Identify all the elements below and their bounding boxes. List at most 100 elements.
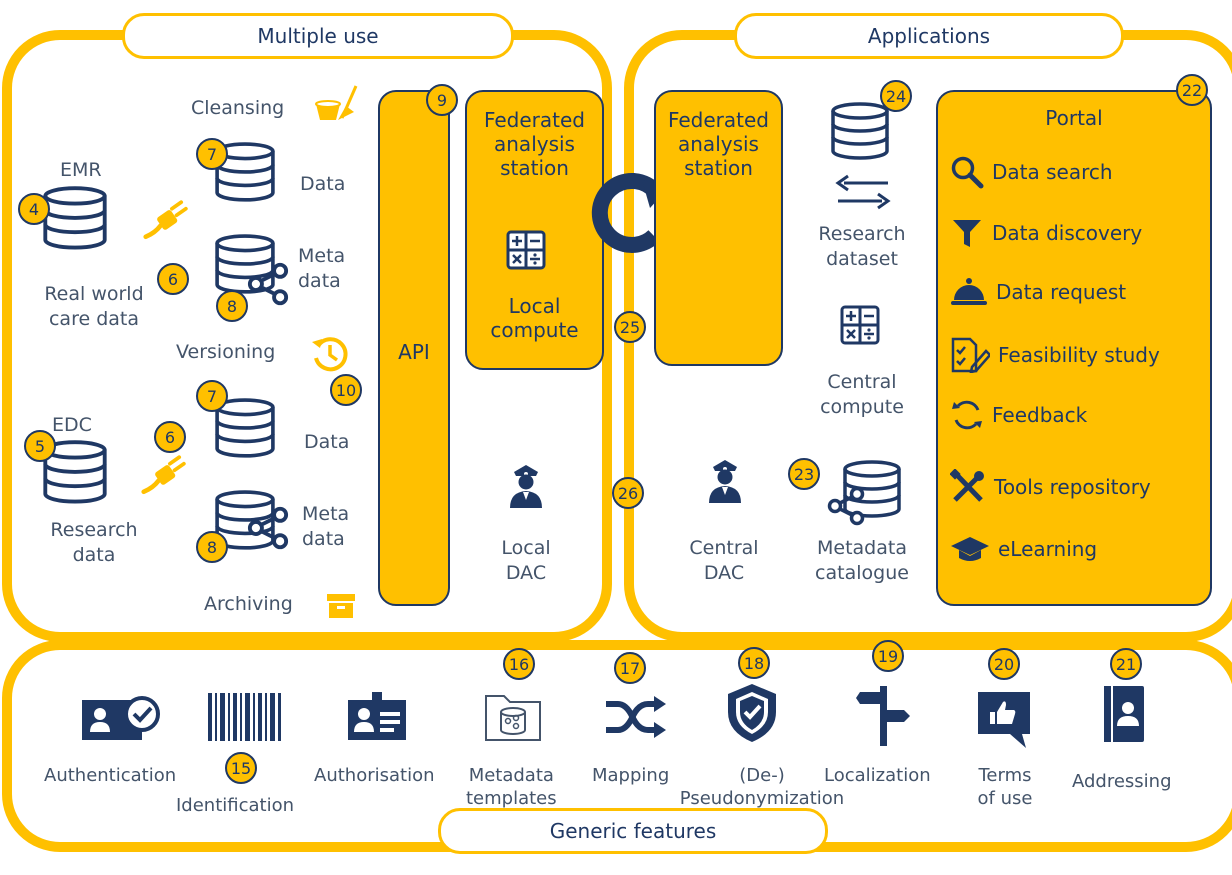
barcode-icon [208,693,281,741]
badge-16: 16 [503,648,535,680]
signpost-icon [856,686,910,746]
portal-item-label: Data search [992,160,1113,184]
badge-26: 26 [612,477,644,509]
portal-item-data-discovery[interactable]: Data discovery [950,216,1142,250]
local-federated-station-title: Federated analysis station [465,108,604,180]
badge-21: 21 [1110,648,1142,680]
addressing-label: Addressing [1072,771,1172,792]
meta-line-1: Meta [298,245,346,267]
metadata-catalogue-line-1: Metadata [817,537,907,559]
versioning-label: Versioning [176,341,276,363]
research-data-label: Research data [34,518,154,568]
research-dataset-label: Research dataset [800,222,924,272]
metadata-catalogue-line-2: catalogue [815,562,909,585]
authentication-label: Authentication [44,765,177,786]
edc-plug-icon [140,450,196,498]
real-world-line-1: Real world [44,283,144,305]
research-dataset-line-2: dataset [826,248,898,271]
archiving-label: Archiving [204,593,293,615]
central-fed-line-2: analysis [678,132,759,156]
metadata-templates-line-2: templates [466,788,557,810]
portal-item-label: Tools repository [994,475,1151,499]
checklist-icon [951,337,990,373]
tools-icon [950,469,984,502]
api-label: API [398,340,430,364]
research-line-2: data [72,544,116,567]
local-dac-line-2: DAC [505,562,547,585]
badge-17: 17 [614,652,646,684]
real-world-care-data-label: Real world care data [26,282,162,332]
service-bell-icon [951,278,987,305]
badge-7a: 7 [196,138,228,170]
data-label-1: Data [300,173,346,195]
emr-label: EMR [60,159,102,181]
badge-19: 19 [872,640,904,672]
badge-24: 24 [880,80,912,112]
badge-8a: 8 [216,290,248,322]
cleansing-icon [315,85,358,120]
badge-22: 22 [1176,74,1208,106]
portal-item-label: Data discovery [992,221,1143,245]
local-dac-line-1: Local [501,537,551,559]
generic-features-header: Generic features [438,808,828,854]
badge-6a: 6 [157,263,189,295]
pseudo-line-1: (De-) [739,765,785,786]
badge-5: 5 [24,430,56,462]
local-compute-line-2: compute [490,318,579,342]
portal-item-label: eLearning [998,537,1098,561]
local-fed-line-2: analysis [494,132,575,156]
shuffle-icon [606,696,666,738]
central-fed-line-1: Federated [667,108,770,132]
portal-item-data-request[interactable]: Data request [950,275,1126,309]
portal-item-feasibility-study[interactable]: Feasibility study [950,337,1160,373]
portal-block [936,90,1212,606]
api-block [378,90,450,606]
real-world-line-2: care data [48,308,139,331]
terms-of-use-label: Terms of use [966,764,1044,811]
portal-item-label: Data request [996,280,1127,304]
research-dataset-line-1: Research [818,223,906,245]
metadata-templates-label: Metadata templates [466,764,557,811]
central-calculator-icon [840,305,880,345]
badge-10: 10 [330,374,362,406]
portal-item-feedback[interactable]: Feedback [950,398,1087,432]
central-federated-station-block [654,90,783,366]
central-federated-station-title: Federated analysis station [654,108,783,180]
authentication-icon [82,696,160,740]
data-line-1: data [298,270,341,293]
local-dac-officer-icon [506,460,546,510]
metadata-catalogue-label: Metadata catalogue [800,536,924,586]
applications-header: Applications [734,13,1124,59]
portal-item-data-search[interactable]: Data search [950,155,1113,189]
edc-label: EDC [52,414,92,436]
badge-6b: 6 [154,421,186,453]
local-compute-label: Local compute [465,294,604,342]
archive-box-icon [327,594,355,618]
graduation-cap-icon [951,537,989,561]
badge-23: 23 [788,458,820,490]
central-compute-label: Central compute [800,370,924,420]
badge-7b: 7 [196,380,228,412]
local-compute-line-1: Local [508,294,561,318]
data-label-2: Data [304,431,350,453]
central-compute-line-1: Central [827,371,897,393]
portal-item-tools-repository[interactable]: Tools repository [950,469,1151,504]
portal-item-elearning[interactable]: eLearning [950,532,1097,566]
central-dac-line-1: Central [689,537,759,559]
central-fed-line-3: station [684,156,753,180]
local-fed-line-3: station [500,156,569,180]
badge-8b: 8 [196,531,228,563]
portal-item-label: Feasibility study [998,343,1160,367]
research-dataset-database-icon [830,102,890,162]
identification-label: Identification [176,795,295,816]
central-dac-officer-icon [705,455,745,505]
metadata-templates-folder-icon [485,695,541,741]
metadata-templates-line-1: Metadata [468,765,554,786]
badge-4: 4 [18,193,50,225]
local-dac-label: Local DAC [476,536,576,586]
magnifier-icon [951,156,984,189]
metadata-catalogue-share-icon [826,486,866,526]
local-calculator-icon [506,230,546,270]
thumbs-up-speech-icon [978,692,1030,748]
research-line-1: Research [50,519,138,541]
